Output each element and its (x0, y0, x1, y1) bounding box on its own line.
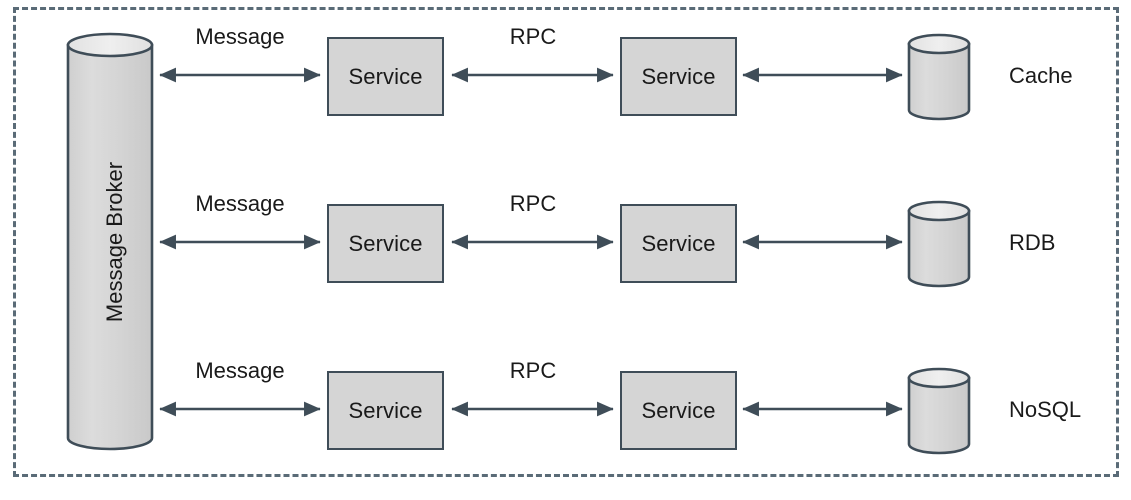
edge-label-rpc-row1: RPC (509, 24, 557, 49)
service-box-row2-left[interactable]: Service (327, 204, 444, 283)
edge-label-rpc-row3: RPC (509, 358, 557, 383)
service-box-row3-left[interactable]: Service (327, 371, 444, 450)
message-broker-label: Message Broker (102, 161, 127, 323)
edge-label-rpc-row2: RPC (509, 191, 557, 216)
service-box-row3-right[interactable]: Service (620, 371, 737, 450)
store-label-nosql: NoSQL (1009, 397, 1082, 422)
store-label-cache: Cache (1009, 63, 1073, 88)
edge-label-message-row2: Message (195, 191, 285, 216)
store-label-rdb: RDB (1009, 230, 1056, 255)
diagram-boundary-dashed (13, 7, 1119, 477)
service-box-row1-left[interactable]: Service (327, 37, 444, 116)
edge-label-message-row1: Message (195, 24, 285, 49)
edge-label-message-row3: Message (195, 358, 285, 383)
service-box-row1-right[interactable]: Service (620, 37, 737, 116)
service-box-row2-right[interactable]: Service (620, 204, 737, 283)
